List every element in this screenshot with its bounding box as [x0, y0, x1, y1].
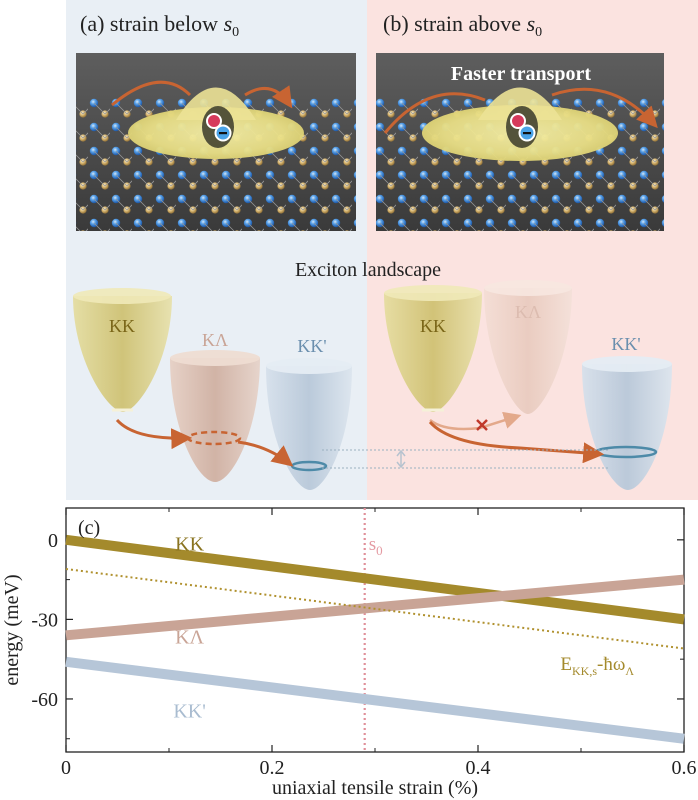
- energy-gap-arrow: [396, 449, 406, 469]
- relaxation-arrow: [428, 420, 605, 464]
- y-tick-label: -60: [31, 689, 58, 711]
- s0-label: s0: [369, 534, 383, 558]
- y-axis-label: energy (meV): [1, 574, 23, 685]
- valley-label: KK: [109, 316, 135, 336]
- series-label: EKK,s-ħωΛ: [560, 654, 634, 678]
- valley-label: KΛ: [202, 330, 228, 350]
- hop-arrow: [551, 87, 658, 129]
- lattice-illustration-a: [76, 53, 356, 231]
- x-tick-label: 0.2: [260, 757, 285, 779]
- series-label: KΛ: [175, 626, 204, 648]
- hole-icon: [206, 113, 222, 129]
- valley-kk-right: KK: [384, 285, 482, 412]
- valley-label: KK': [297, 336, 326, 356]
- faster-transport-label: Faster transport: [451, 63, 591, 85]
- energy-vs-strain-chart: 0 0.2 0.4 0.6 0 -30 -60 s0 KK KΛ KK' EKK,s-ħωΛ (c) un…: [1, 507, 697, 799]
- x-tick-label: 0: [61, 757, 71, 779]
- valley-label: KK: [420, 316, 446, 336]
- relaxation-arrow: [237, 440, 294, 467]
- series-label: KK': [173, 701, 206, 723]
- blocked-cross-icon: [476, 419, 488, 431]
- y-tick-label: -30: [31, 609, 58, 631]
- series-line-KΛ: [65, 574, 685, 641]
- valley-kk-left: KK: [73, 288, 172, 412]
- panel-c-label: (c): [78, 517, 100, 539]
- y-tick-label: 0: [48, 530, 58, 552]
- hop-arrow: [111, 80, 192, 107]
- series-label: KK: [175, 533, 204, 555]
- series-line-KK': [65, 656, 685, 744]
- valley-klambda-right: KΛ: [484, 280, 572, 414]
- hole-icon: [510, 113, 526, 129]
- valley-label: KΛ: [515, 302, 541, 322]
- valley-kkp-right: KK': [582, 334, 672, 490]
- panel-b-title: (b) strain above s0: [383, 11, 542, 40]
- relaxation-arrow: [115, 418, 193, 450]
- panel-a-title: (a) strain below s0: [80, 11, 239, 40]
- hop-arrow: [244, 85, 293, 109]
- x-tick-label: 0.6: [672, 757, 697, 779]
- landscape-title: Exciton landscape: [295, 259, 441, 281]
- x-tick-label: 0.4: [466, 757, 491, 779]
- series-line-threshold: [65, 568, 685, 650]
- hop-arrow: [383, 92, 486, 134]
- series-line-KK: [65, 534, 685, 625]
- x-axis-label: uniaxial tensile strain (%): [272, 777, 478, 799]
- lattice-illustration-b: Faster transport: [376, 53, 664, 231]
- valley-label: KK': [611, 334, 640, 354]
- valley-klambda-left: KΛ: [170, 330, 260, 482]
